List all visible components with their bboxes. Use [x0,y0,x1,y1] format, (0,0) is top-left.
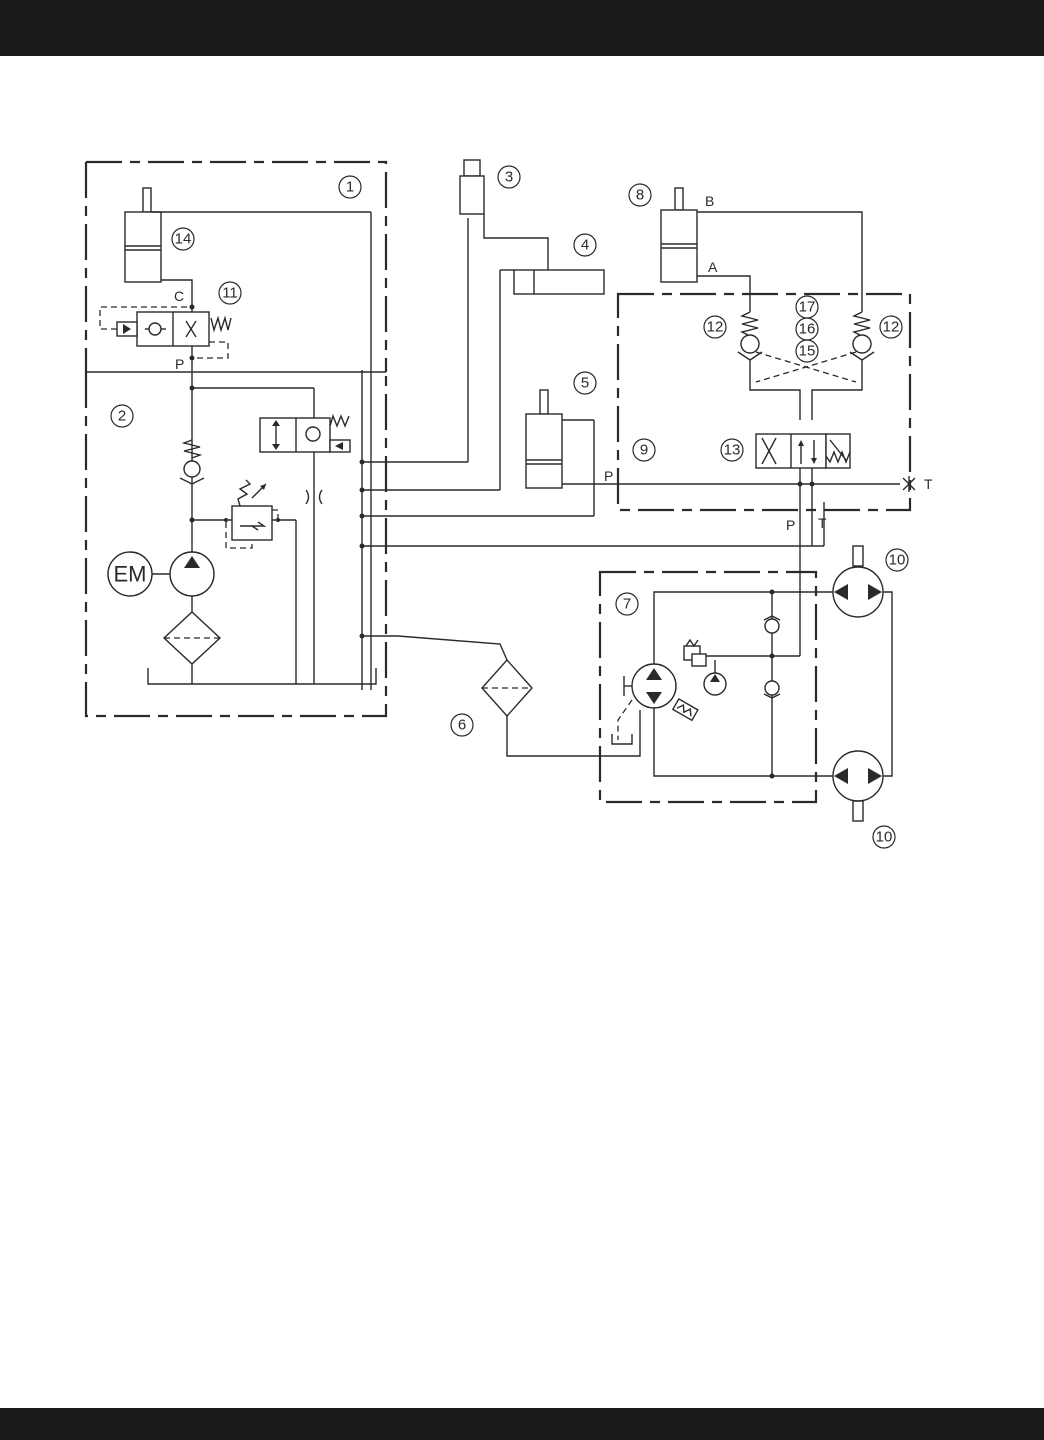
bottom-bar [0,1408,1044,1440]
filter-icon [162,611,222,684]
filter-6 [481,658,641,757]
component-4 [500,269,605,295]
port-a-label: A [708,259,718,275]
callout-9: 9 [632,438,656,462]
enclosure-hydrostat-7 [598,570,818,804]
callout-3: 3 [497,165,521,189]
port-c-label: C [174,288,184,304]
callout-11: 11 [218,281,242,305]
callout-10-bottom: 10 [872,825,896,849]
cylinder-8 [660,187,863,312]
callout-6: 6 [450,713,474,737]
svg-text:14: 14 [175,231,192,248]
callout-15: 15 [795,339,819,363]
callout-7: 7 [615,592,639,616]
port-t-label-below: T [818,515,827,531]
directional-valve-13 [755,433,851,484]
port-t-label-block9: T [924,476,933,492]
port-p-label-below: P [786,517,795,533]
callout-5: 5 [573,371,597,395]
svg-text:12: 12 [883,319,900,336]
svg-text:15: 15 [799,343,816,360]
solenoid-valve-icon [259,413,351,453]
callout-4: 4 [573,233,597,257]
svg-text:4: 4 [581,237,589,254]
port-p-label-block9: P [604,468,613,484]
enclosure-unit-1 [84,160,388,372]
hydraulic-cylinder-icon [525,389,900,489]
orifice-icon [305,489,323,505]
enclosure-unit-2 [84,372,388,718]
callout-12-left: 12 [703,315,727,339]
callout-2: 2 [110,404,134,428]
hydraulic-motor-icon [832,545,893,777]
enclosure-valve-block-9 [616,292,912,512]
callout-12-right: 12 [879,315,903,339]
callout-10-top: 10 [885,548,909,572]
svg-text:5: 5 [581,375,589,392]
svg-text:3: 3 [505,169,513,186]
svg-text:16: 16 [799,321,816,338]
svg-text:10: 10 [876,829,893,846]
hydraulic-motor-bottom [832,750,884,822]
loop-check-valves [763,589,781,779]
svg-text:17: 17 [799,299,816,316]
callout-14: 14 [171,227,195,251]
dual-check-valves-12 [737,311,875,420]
svg-text:12: 12 [707,319,724,336]
pressure-line [189,385,315,684]
relief-valve-icon [189,479,297,684]
port-p-label-valve11: P [175,356,184,372]
svg-text:8: 8 [636,187,644,204]
svg-text:6: 6 [458,717,466,734]
svg-text:9: 9 [640,442,648,459]
callout-13: 13 [720,438,744,462]
cylinder-14 [124,187,372,690]
charge-pump [683,638,800,696]
svg-text:7: 7 [623,596,631,613]
block-9-connections [797,476,916,656]
manifold-bus [359,218,825,690]
pump-icon [169,520,215,612]
callout-1: 1 [338,175,362,199]
svg-text:10: 10 [889,552,906,569]
callout-17: 17 [795,295,819,319]
tank-icon [147,668,377,685]
svg-text:13: 13 [724,442,741,459]
sensor-3 [459,159,549,294]
svg-text:1: 1 [346,179,354,196]
motor-label: EM [114,562,147,587]
check-valve-icon [179,439,205,485]
port-b-label: B [705,193,714,209]
electric-motor-icon: EM [107,551,170,597]
top-bar [0,0,1044,56]
svg-text:2: 2 [118,408,126,425]
callout-8: 8 [628,183,652,207]
valve-11 [99,304,232,394]
callout-16: 16 [795,317,819,341]
svg-text:11: 11 [222,285,238,302]
